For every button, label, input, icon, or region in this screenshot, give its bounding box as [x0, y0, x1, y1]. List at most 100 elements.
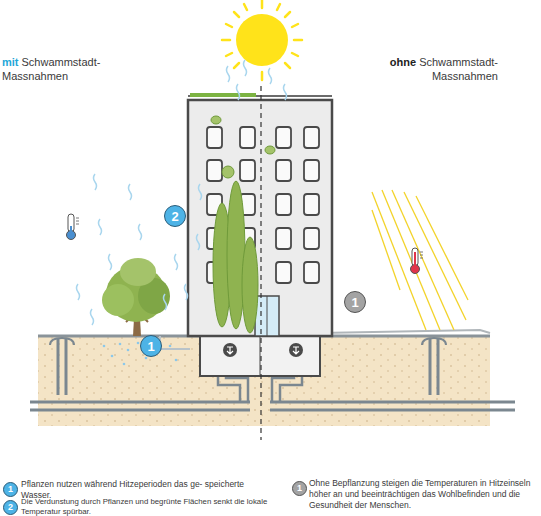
evaporation-line [139, 224, 142, 240]
tree [102, 284, 134, 316]
sun-rays [404, 192, 466, 320]
evaporation-line [269, 68, 272, 84]
thermometer-cool [67, 214, 80, 240]
pipe [160, 336, 190, 349]
sun [236, 14, 288, 66]
sun [226, 24, 232, 27]
water-dots [103, 345, 106, 348]
sun [292, 24, 298, 27]
evaporation-line [129, 184, 132, 200]
window [276, 228, 291, 249]
window [304, 160, 319, 181]
evaporation-line [244, 60, 247, 76]
evaporation-line [77, 284, 80, 300]
building [267, 296, 268, 336]
pipe [58, 338, 66, 395]
facade-plants [227, 181, 245, 329]
window [207, 160, 222, 181]
water-dots [175, 359, 178, 362]
text-block: Ohne Bepflanzung steigen die Temperature… [309, 478, 537, 511]
water-dots [111, 355, 114, 358]
window [276, 160, 291, 181]
divider [260, 86, 261, 440]
text-block: Die Verdunstung durch Pflanzen und begrü… [21, 497, 276, 516]
water-dots [169, 345, 172, 348]
water-dots [119, 343, 122, 346]
facade-plants [242, 237, 258, 333]
evaporation-line [91, 309, 94, 325]
callout-number: 2 [3, 500, 18, 515]
water-dots [137, 342, 140, 345]
evaporation-line [227, 66, 230, 82]
evaporation-line [94, 174, 97, 190]
pipe [430, 338, 438, 395]
window [304, 194, 319, 215]
sun [234, 12, 239, 17]
text-block: mitSchwammstadt- Massnahmen [2, 55, 118, 83]
sun-rays [372, 190, 468, 330]
heading: mit [2, 56, 19, 68]
building [255, 296, 279, 336]
evaporation-line [237, 84, 240, 100]
evaporation-line [99, 219, 102, 235]
ground [320, 335, 490, 338]
note-text: Pflanzen nutzen während Hitzeperioden da… [21, 479, 244, 500]
sun [292, 53, 298, 56]
sun [234, 63, 239, 68]
sun-rays [372, 192, 426, 330]
window [207, 127, 222, 148]
building [293, 347, 299, 354]
water-dots [145, 357, 148, 360]
building [188, 95, 332, 97]
building [227, 347, 233, 354]
window [304, 228, 319, 249]
callout-number: 1 [344, 291, 366, 313]
evaporation-line [109, 254, 112, 270]
building [188, 100, 332, 336]
sun [222, 39, 230, 42]
callout-number: 2 [164, 205, 186, 227]
thermometer-cool [70, 226, 72, 234]
sun [226, 53, 232, 56]
facade-plants [211, 116, 221, 124]
water-dots [123, 363, 126, 366]
sun [222, 0, 302, 80]
sun [285, 63, 290, 68]
pipe [270, 402, 515, 410]
evaporation-line [185, 284, 188, 300]
sun [294, 39, 302, 42]
sun [244, 4, 247, 10]
sun [261, 72, 264, 80]
callout-text: 1 [8, 485, 13, 494]
building [188, 95, 332, 376]
building [190, 93, 256, 97]
evaporation-line [175, 254, 178, 270]
water-dots [127, 349, 130, 352]
pipe [30, 336, 515, 410]
evaporation-line [284, 84, 287, 100]
text-block: ohneSchwammstadt- Massnahmen [372, 55, 498, 83]
building [223, 343, 237, 357]
building [260, 336, 261, 376]
callout-text: 1 [147, 340, 154, 353]
tree [120, 258, 156, 286]
ground [38, 336, 490, 426]
ground [38, 330, 490, 426]
facade-plants [211, 116, 275, 333]
callout-text: 1 [297, 484, 302, 493]
sun-rays [382, 190, 440, 330]
thermometer-hot [412, 248, 418, 266]
sun [261, 0, 264, 8]
heading: ohne [390, 56, 416, 68]
sun [222, 0, 302, 80]
sun-rays [372, 210, 400, 290]
thermometer-hot [414, 252, 416, 267]
facade-plants [222, 166, 234, 178]
callout-number: 1 [3, 482, 18, 497]
window [304, 127, 319, 148]
pipe [30, 402, 250, 410]
sun [285, 12, 290, 17]
note-text: Die Verdunstung durch Pflanzen und begrü… [21, 497, 267, 516]
evaporation-line [199, 184, 202, 200]
facade-plants [265, 146, 275, 154]
